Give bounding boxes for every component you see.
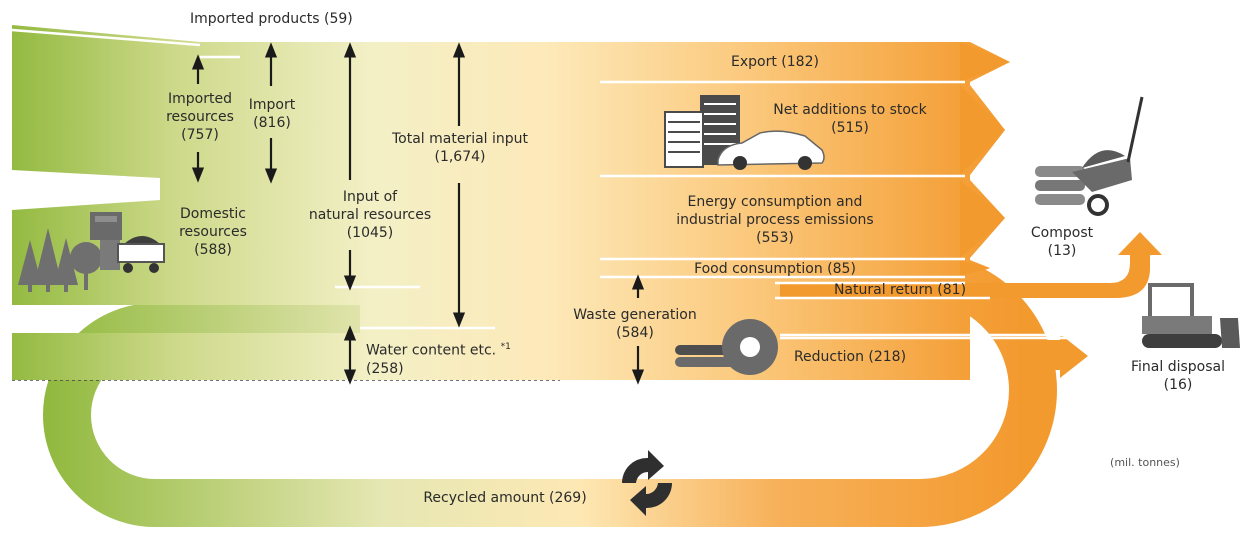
import-label: Import (816) (248, 97, 296, 131)
export-arrowhead (960, 42, 1010, 82)
compost-label: Compost (13) (1030, 225, 1094, 259)
recycle-icon (622, 450, 672, 516)
food-arrowhead (960, 260, 990, 276)
final-disposal-arrow (1020, 334, 1088, 378)
factory-icon (90, 212, 122, 270)
recycled-amount-label: Recycled amount (269) (423, 490, 587, 506)
unit-label: (mil. tonnes) (1110, 456, 1180, 469)
ore-cart-icon (117, 236, 165, 273)
energy-arrowhead (960, 180, 1005, 258)
natural-return-flow (780, 232, 1162, 298)
waste-generation-label: Waste generation (584) (573, 307, 697, 341)
tire-icon (675, 319, 778, 375)
building-icon (664, 95, 740, 168)
main-flow-body (12, 25, 1010, 380)
car-icon (717, 130, 825, 170)
total-input-label: Total material input (1,674) (391, 131, 529, 165)
domestic-resources-label: Domestic resources (588) (179, 206, 247, 258)
measure-arrows (191, 42, 645, 385)
final-disposal-label: Final disposal (16) (1130, 359, 1225, 393)
stock-label: Net additions to stock (515) (773, 102, 927, 136)
food-label: Food consumption (85) (694, 261, 856, 277)
reduction-label: Reduction (218) (793, 349, 907, 365)
export-label: Export (182) (731, 54, 819, 70)
flow-separators (11, 28, 1110, 340)
wheelbarrow-icon (1072, 96, 1144, 216)
natural-return-label: Natural return (81) (833, 282, 967, 298)
bulldozer-icon (1142, 283, 1240, 348)
compost-logs-icon (1035, 166, 1085, 205)
forest-icon (18, 228, 102, 292)
imported-products-label: Imported products (59) (190, 11, 353, 27)
energy-label: Energy consumption and industrial proces… (676, 194, 874, 246)
natural-input-label: Input of natural resources (1045) (308, 189, 432, 241)
stock-arrowhead (960, 85, 1005, 175)
imported-resources-label: Imported resources (757) (166, 91, 234, 143)
water-content-label: Water content etc. *1 (258) (366, 342, 511, 377)
